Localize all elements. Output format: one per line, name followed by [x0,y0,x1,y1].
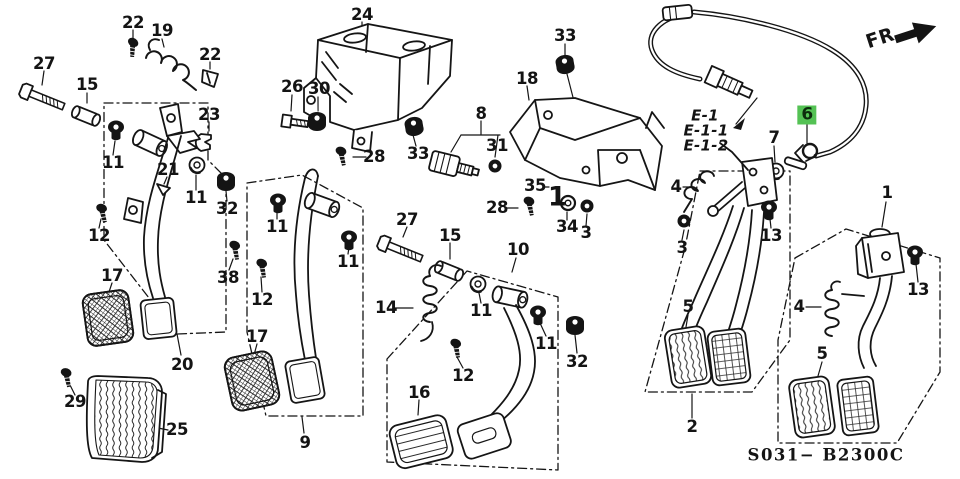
bolt-12b [250,256,273,281]
e1-arrowhead [733,118,745,130]
nut-30 [307,111,327,132]
bracket-18-art [509,97,665,191]
clutch-assembly-box [103,102,227,335]
grommet-11a [107,119,125,142]
spring-14-art [420,264,442,342]
pedal-9-art [284,168,343,404]
bolt-28b [518,194,540,218]
clutch-pedal-art [123,103,201,340]
grommet-13b [906,244,924,267]
assembly-boxes [103,102,941,471]
nut-32a [216,171,236,192]
bolt-12a [91,201,113,225]
clip-22a [119,34,144,60]
grommet-11c [469,275,487,294]
nut-33a [402,114,426,139]
spring-19-art [145,38,197,91]
nut-3b [676,213,692,229]
grommet-11f [340,229,358,252]
pedal-bracket-24-art [303,23,453,153]
spring-4b-art [824,280,841,337]
bolt-27a [17,81,68,115]
pedal-10-art [456,284,536,460]
bolt-29 [55,365,78,390]
footrest-25-art [85,375,167,463]
nut-33b [553,52,577,77]
nut-32b [565,315,585,336]
cable-adjuster [703,65,754,99]
washer-34 [559,194,577,212]
pad-17a [81,289,135,347]
pedal-10-box [386,270,559,471]
pedal-1-box [777,228,941,444]
leader-lines [41,21,919,434]
grommet-11e [269,192,287,215]
clip-22b [201,69,219,88]
pedal-9-box [246,174,364,417]
pin-21 [156,183,171,196]
grommet-11d [529,304,547,327]
nut-31 [486,157,504,175]
grommet-11b [188,156,206,175]
spring-4a-art [683,170,715,213]
bolt-12c [444,336,467,361]
bushing-15a [69,104,103,128]
pad-17b [223,350,281,412]
fr-arrow-icon [894,22,937,44]
bolt-38 [223,238,246,263]
pedal-2-box [644,170,791,393]
diagram-code: S031− B2300C [747,445,905,465]
pedal-1-art [788,228,905,439]
nut-3a [579,198,595,214]
bushing-15b [432,259,466,283]
bolt-26 [280,113,310,129]
throttle-cable-art [648,3,869,181]
bolt-27b [375,233,426,267]
pad-16 [388,414,454,470]
switch-8-art [428,150,480,177]
cable-end-clamp-part6 [783,142,819,171]
cable-end-fitting [661,3,694,22]
bolt-28a [330,144,352,168]
pedal-2-art [663,142,778,389]
